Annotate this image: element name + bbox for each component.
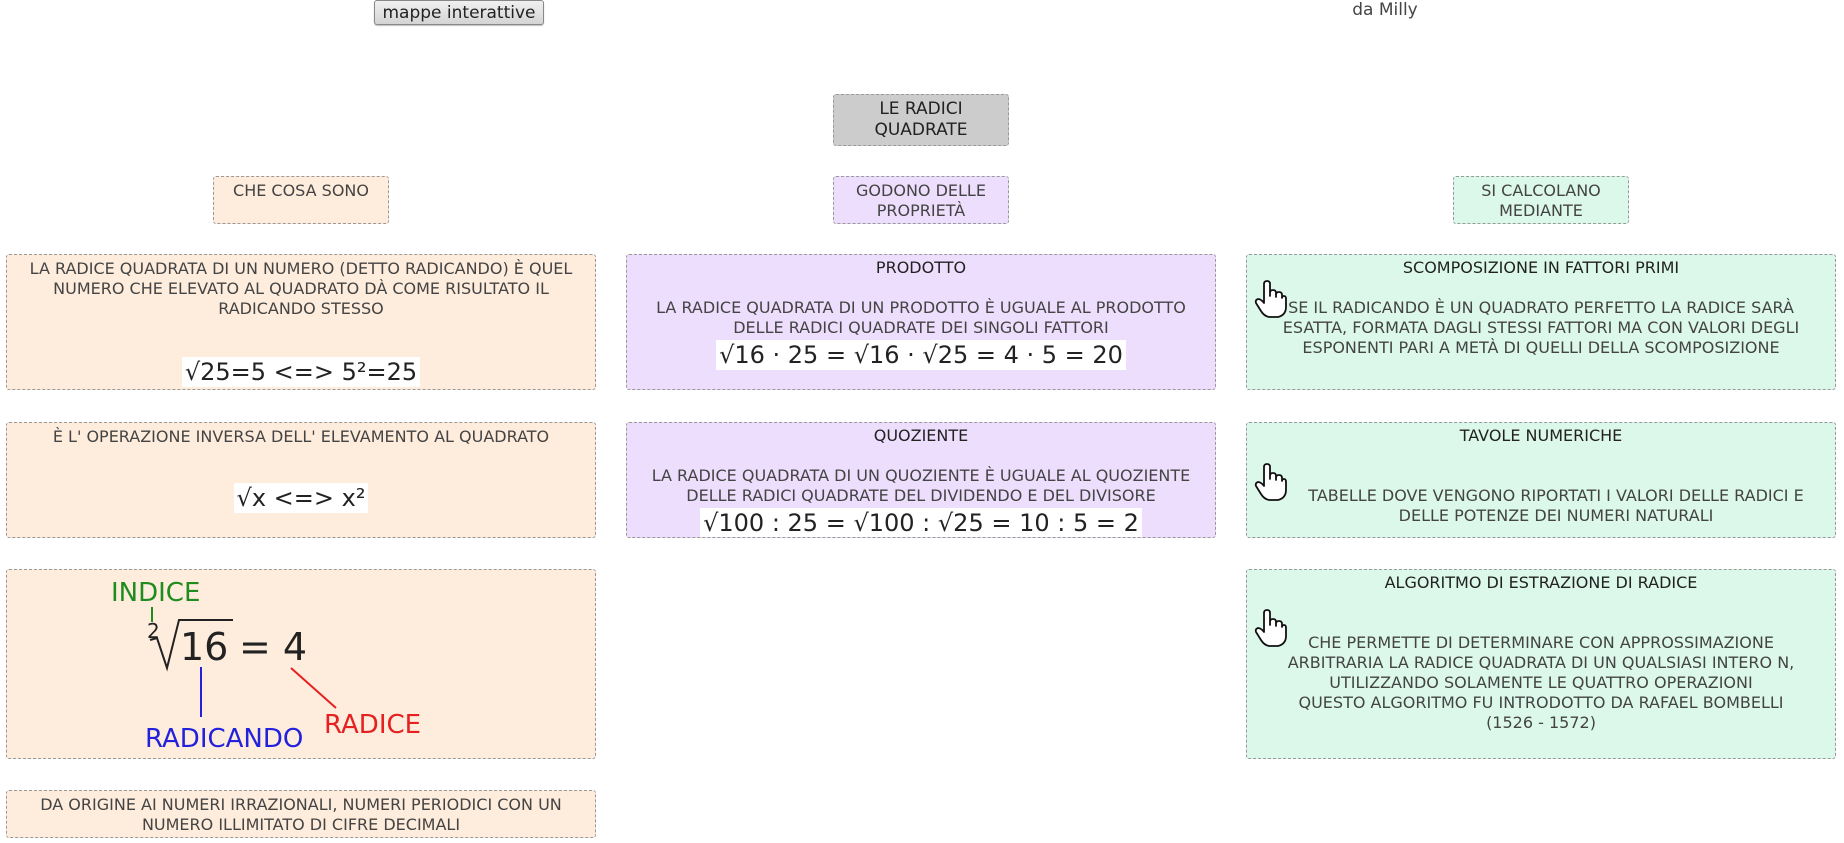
product-text: LA RADICE QUADRATA DI UN PRODOTTO È UGUA… — [656, 298, 1186, 337]
interactive-maps-button[interactable]: mappe interattive — [374, 0, 544, 25]
radical-sign-icon — [149, 619, 233, 672]
inverse-box[interactable]: È L' OPERAZIONE INVERSA DELL' ELEVAMENTO… — [6, 422, 596, 538]
branch-what[interactable]: CHE COSA SONO — [213, 176, 389, 224]
irrational-text: DA ORIGINE AI NUMERI IRRAZIONALI, NUMERI… — [40, 795, 562, 834]
index-label: INDICE — [111, 578, 200, 608]
product-formula: √16 · 25 = √16 · √25 = 4 · 5 = 20 — [716, 340, 1126, 370]
inverse-text: È L' OPERAZIONE INVERSA DELL' ELEVAMENTO… — [52, 427, 550, 446]
algorithm-years: (1526 - 1572) — [1486, 713, 1596, 732]
quotient-title: QUOZIENTE — [873, 426, 969, 445]
factorization-text: SE IL RADICANDO È UN QUADRATO PERFETTO L… — [1282, 298, 1800, 357]
factorization-title: SCOMPOSIZIONE IN FATTORI PRIMI — [1402, 258, 1680, 277]
definition-box[interactable]: LA RADICE QUADRATA DI UN NUMERO (DETTO R… — [6, 254, 596, 390]
product-title: PRODOTTO — [875, 258, 967, 277]
definition-text: LA RADICE QUADRATA DI UN NUMERO (DETTO R… — [29, 259, 573, 318]
author-label: da Milly — [1352, 0, 1418, 20]
algorithm-title: ALGORITMO DI ESTRAZIONE DI RADICE — [1384, 573, 1698, 592]
tables-box[interactable]: TAVOLE NUMERICHE TABELLE DOVE VENGONO RI… — [1246, 422, 1836, 538]
root-diagram: INDICE 2 16 = 4 RADICANDO RADICE — [111, 578, 421, 754]
quotient-text: LA RADICE QUADRATA DI UN QUOZIENTE È UGU… — [651, 466, 1191, 505]
algorithm-text: CHE PERMETTE DI DETERMINARE CON APPROSSI… — [1287, 633, 1795, 692]
tables-text: TABELLE DOVE VENGONO RIPORTATI I VALORI … — [1308, 486, 1804, 525]
definition-formula: √25=5 <=> 5²=25 — [181, 357, 421, 387]
pointing-hand-icon[interactable] — [1253, 279, 1287, 319]
quotient-box[interactable]: QUOZIENTE LA RADICE QUADRATA DI UN QUOZI… — [626, 422, 1216, 538]
pointing-hand-icon[interactable] — [1253, 462, 1287, 502]
branch-methods-label: SI CALCOLANO MEDIANTE — [1481, 181, 1601, 220]
branch-what-label: CHE COSA SONO — [233, 181, 369, 200]
root-result-label: RADICE — [324, 710, 421, 740]
equation-rest: = 4 — [239, 625, 307, 669]
root-diagram-box[interactable]: INDICE 2 16 = 4 RADICANDO RADICE — [6, 569, 596, 759]
branch-methods[interactable]: SI CALCOLANO MEDIANTE — [1453, 176, 1629, 224]
root-title: LE RADICI QUADRATE — [874, 99, 968, 140]
algorithm-note: QUESTO ALGORITMO FU INTRODOTTO DA RAFAEL… — [1298, 693, 1784, 712]
irrational-box[interactable]: DA ORIGINE AI NUMERI IRRAZIONALI, NUMERI… — [6, 790, 596, 838]
branch-properties-label: GODONO DELLE PROPRIETÀ — [856, 181, 986, 220]
radicand-label: RADICANDO — [145, 724, 303, 754]
quotient-formula: √100 : 25 = √100 : √25 = 10 : 5 = 2 — [700, 508, 1142, 537]
factorization-box[interactable]: SCOMPOSIZIONE IN FATTORI PRIMI SE IL RAD… — [1246, 254, 1836, 390]
pointing-hand-icon[interactable] — [1253, 608, 1287, 648]
index-value: 2 — [147, 619, 160, 643]
product-box[interactable]: PRODOTTO LA RADICE QUADRATA DI UN PRODOT… — [626, 254, 1216, 390]
radicand-value: 16 — [180, 625, 228, 669]
root-node[interactable]: LE RADICI QUADRATE — [833, 94, 1009, 146]
inverse-formula: √x <=> x² — [233, 483, 369, 513]
branch-properties[interactable]: GODONO DELLE PROPRIETÀ — [833, 176, 1009, 224]
algorithm-box[interactable]: ALGORITMO DI ESTRAZIONE DI RADICE CHE PE… — [1246, 569, 1836, 759]
root-connector — [290, 667, 337, 709]
tables-title: TAVOLE NUMERICHE — [1459, 426, 1623, 445]
